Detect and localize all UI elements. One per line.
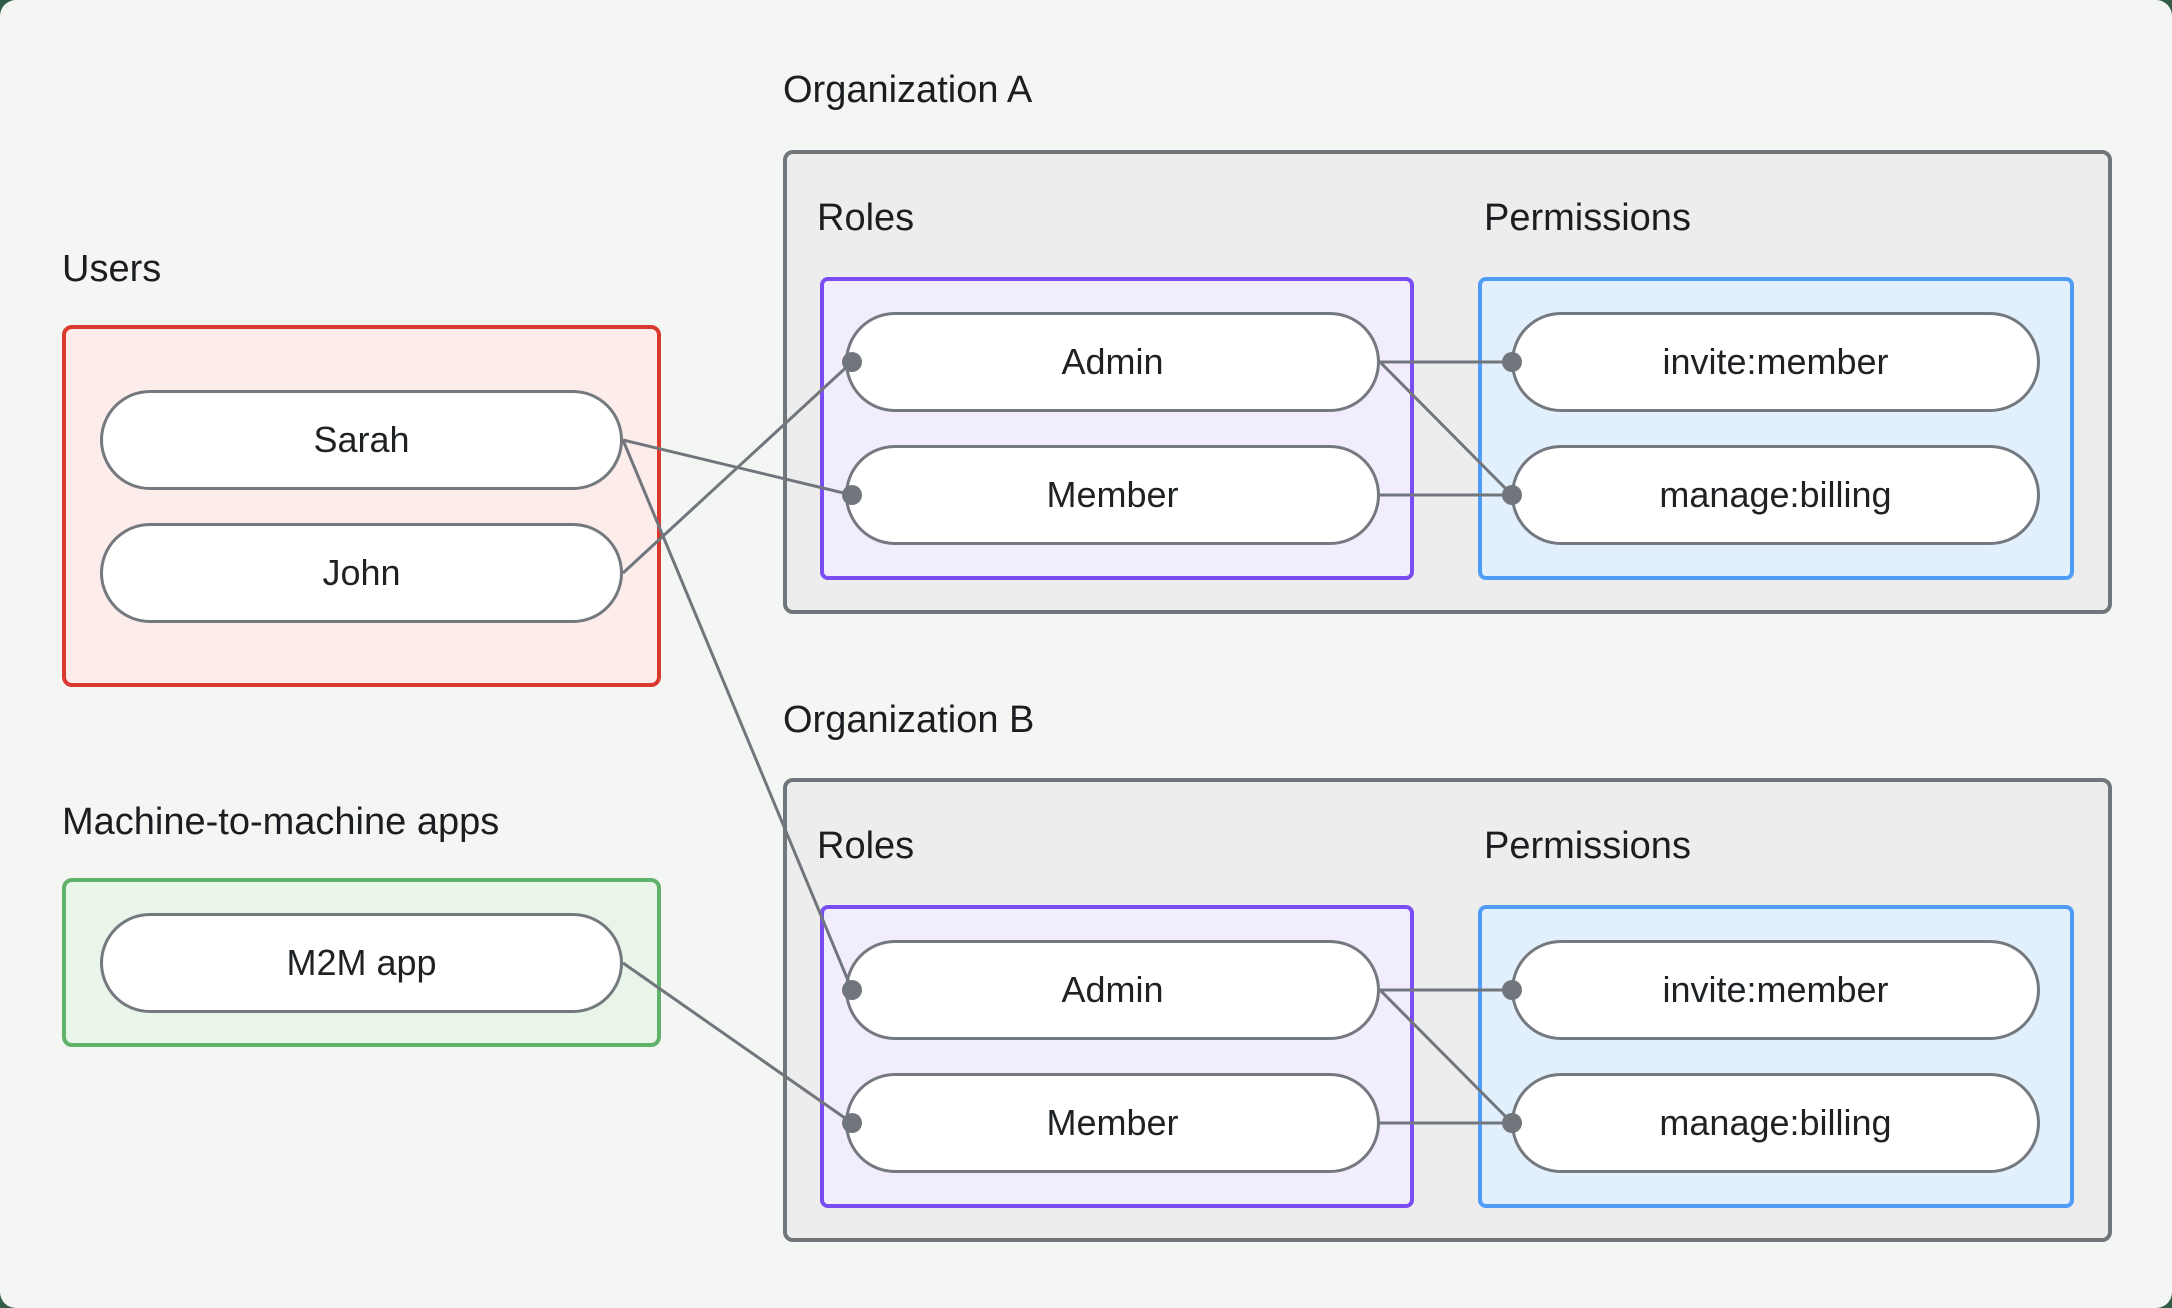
- org-a-role-admin: Admin: [845, 312, 1380, 412]
- user-node-john: John: [100, 523, 623, 623]
- org-a-label: Organization A: [783, 69, 1033, 111]
- org-b-role-member: Member: [845, 1073, 1380, 1173]
- org-a-role-admin-label: Admin: [1061, 341, 1164, 382]
- users-group-box: [62, 325, 661, 687]
- org-a-permission-invite-member: invite:member: [1511, 312, 2040, 412]
- org-b-role-admin-label: Admin: [1061, 969, 1164, 1010]
- org-a-roles-label: Roles: [817, 197, 915, 239]
- org-b-permission-manage-billing: manage:billing: [1511, 1073, 2040, 1173]
- org-a-permission-manage-billing: manage:billing: [1511, 445, 2040, 545]
- user-node-john-label: John: [322, 552, 401, 593]
- org-a-permissions-label: Permissions: [1484, 197, 1691, 239]
- org-b-permissions-label: Permissions: [1484, 825, 1691, 867]
- org-a-permission-manage-billing-label: manage:billing: [1659, 474, 1892, 515]
- org-b-roles-label: Roles: [817, 825, 915, 867]
- m2m-app-node: M2M app: [100, 913, 623, 1013]
- m2m-app-node-label: M2M app: [286, 942, 437, 983]
- user-node-sarah-label: Sarah: [313, 419, 410, 460]
- org-b-role-admin: Admin: [845, 940, 1380, 1040]
- org-a-role-member-label: Member: [1046, 474, 1179, 515]
- org-a-permission-invite-member-label: invite:member: [1662, 341, 1889, 382]
- org-b-role-member-label: Member: [1046, 1102, 1179, 1143]
- org-b-permission-invite-member: invite:member: [1511, 940, 2040, 1040]
- users-group-label: Users: [62, 248, 162, 290]
- org-a-role-member: Member: [845, 445, 1380, 545]
- org-b-permission-invite-member-label: invite:member: [1662, 969, 1889, 1010]
- m2m-group-label: Machine-to-machine apps: [62, 801, 500, 843]
- user-node-sarah: Sarah: [100, 390, 623, 490]
- org-b-permission-manage-billing-label: manage:billing: [1659, 1102, 1892, 1143]
- org-b-label: Organization B: [783, 699, 1035, 741]
